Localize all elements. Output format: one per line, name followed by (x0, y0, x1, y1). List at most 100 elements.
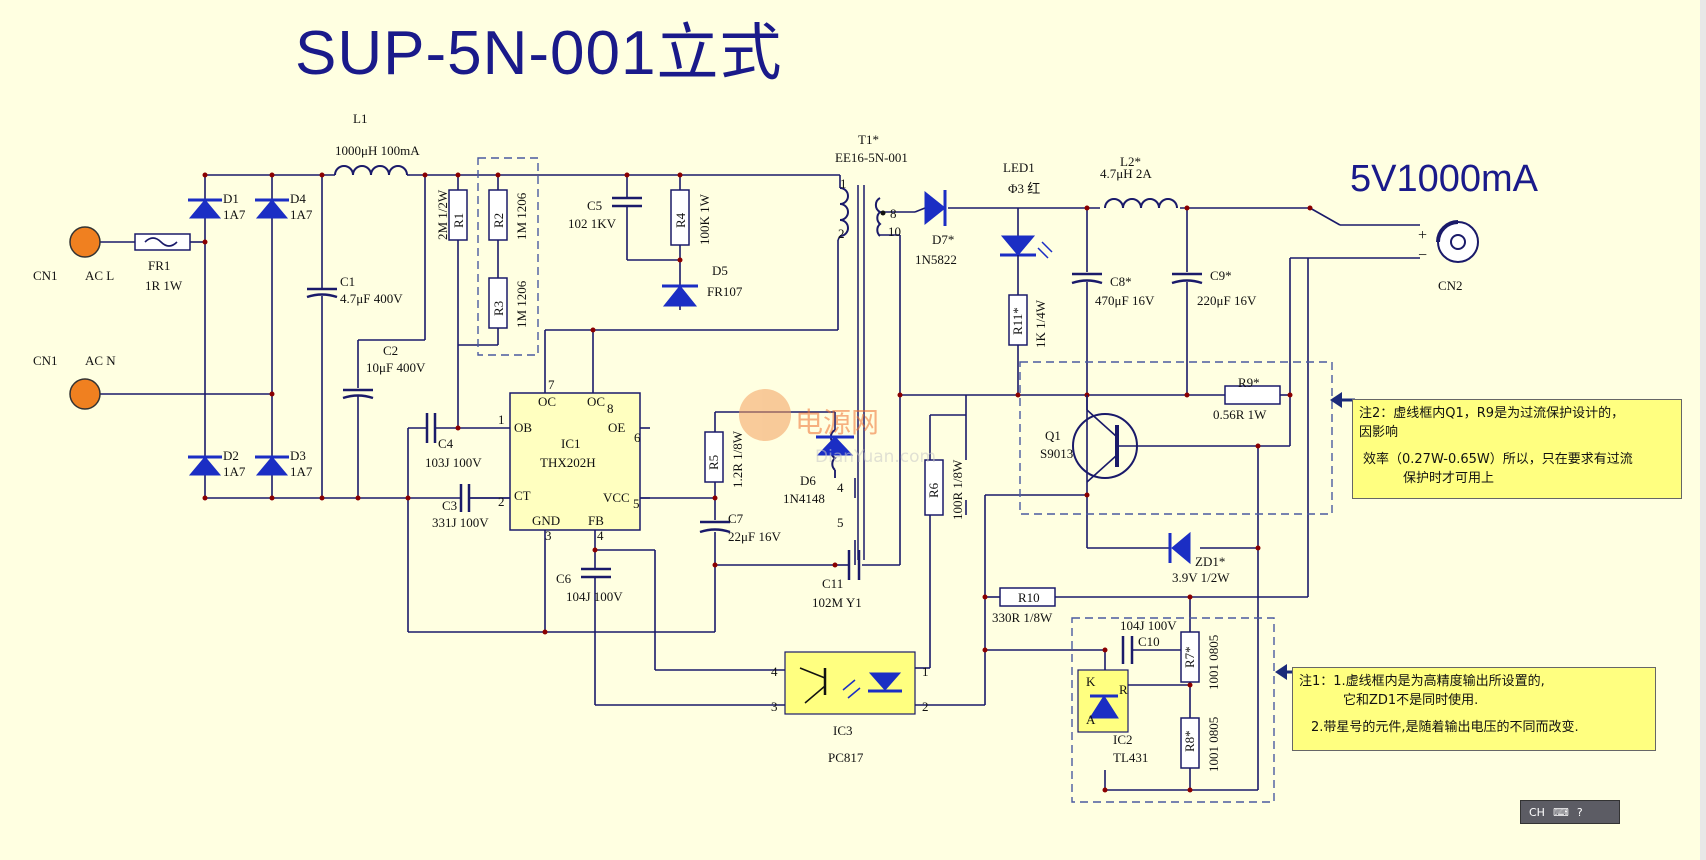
svg-text:2: 2 (838, 226, 845, 241)
svg-text:4.7μH 2A: 4.7μH 2A (1100, 166, 1152, 181)
svg-text:C7: C7 (728, 511, 744, 526)
language-bar-text[interactable]: CH (1529, 805, 1545, 819)
svg-text:R6: R6 (926, 482, 941, 498)
svg-text:R2: R2 (491, 213, 506, 228)
svg-text:8: 8 (607, 401, 614, 416)
svg-text:1A7: 1A7 (223, 464, 246, 479)
svg-text:R8*: R8* (1182, 730, 1197, 752)
capacitor-c10 (1121, 636, 1134, 664)
svg-text:FR107: FR107 (707, 284, 743, 299)
resistor-r4 (670, 189, 690, 246)
svg-text:R: R (1119, 682, 1128, 697)
language-bar[interactable]: CH ⌨ ? (1520, 800, 1620, 824)
junctions (202, 172, 1313, 793)
resistor-r7 (1180, 631, 1200, 683)
fuse-resistor-fr1 (134, 233, 191, 251)
diode-d1 (188, 198, 222, 219)
svg-text:D5: D5 (712, 263, 728, 278)
dashed-box-feedback (1071, 617, 1275, 803)
note-2: 注2：虚线框内Q1，R9是为过流保护设计的， 因影响 效率（0.27W-0.65… (1352, 399, 1682, 499)
svg-text:1A7: 1A7 (290, 207, 313, 222)
resistor-r3 (488, 277, 508, 329)
svg-text:1N4148: 1N4148 (783, 491, 825, 506)
inductor-l2 (1100, 196, 1180, 210)
svg-text:R10: R10 (1018, 590, 1040, 605)
help-icon[interactable]: ? (1576, 805, 1583, 819)
svg-text:100R 1/8W: 100R 1/8W (950, 459, 965, 520)
svg-text:THX202H: THX202H (540, 455, 596, 470)
regulator-ic2 (1077, 669, 1129, 733)
svg-text:S9013: S9013 (1040, 446, 1073, 461)
svg-text:VCC: VCC (603, 490, 630, 505)
diode-d4 (255, 198, 289, 219)
resistor-r8 (1180, 717, 1200, 769)
svg-text:1001 0805: 1001 0805 (1206, 635, 1221, 690)
svg-text:103J 100V: 103J 100V (425, 455, 482, 470)
note-1-line-2: 它和ZD1不是同时使用. (1343, 693, 1479, 708)
capacitor-c9 (1170, 272, 1204, 285)
watermark-logo: 电源网 DianYuan.com (739, 389, 936, 467)
cn1-terminal-n (69, 378, 101, 410)
resistor-r5 (704, 431, 724, 483)
svg-text:R4: R4 (673, 212, 688, 228)
svg-text:L2*: L2* (1120, 154, 1141, 169)
svg-text:D6: D6 (800, 473, 816, 488)
svg-text:1: 1 (922, 664, 929, 679)
svg-text:5: 5 (837, 515, 844, 530)
svg-text:OC: OC (587, 394, 605, 409)
svg-text:CN1: CN1 (33, 353, 58, 368)
capacitor-c4 (425, 412, 437, 443)
capacitor-c2 (342, 388, 374, 400)
svg-text:TL431: TL431 (1113, 750, 1148, 765)
svg-text:10μF 400V: 10μF 400V (366, 360, 426, 375)
svg-text:EE16-5N-001: EE16-5N-001 (835, 150, 908, 165)
svg-text:Q1: Q1 (1045, 428, 1061, 443)
svg-text:1A7: 1A7 (223, 207, 246, 222)
diode-d3 (255, 455, 289, 476)
svg-text:R7*: R7* (1182, 646, 1197, 668)
svg-text:2M 1/2W: 2M 1/2W (435, 189, 450, 240)
zener-zd1 (1168, 531, 1191, 565)
svg-text:DianYuan.com: DianYuan.com (815, 447, 936, 467)
resistor-r2 (488, 189, 508, 241)
capacitor-c1 (305, 287, 339, 299)
svg-text:4: 4 (771, 664, 778, 679)
svg-text:104J 100V: 104J 100V (566, 589, 623, 604)
note-1-line-1: 注1：1.虚线框内是为高精度输出所设置的, (1299, 674, 1545, 689)
inductor-l1 (334, 165, 410, 176)
svg-text:C4: C4 (438, 436, 454, 451)
capacitor-c7 (698, 520, 732, 534)
svg-text:1.2R 1/8W: 1.2R 1/8W (730, 430, 745, 488)
keyboard-icon[interactable]: ⌨ (1552, 805, 1569, 819)
svg-text:102 1KV: 102 1KV (568, 216, 617, 231)
svg-text:AC N: AC N (85, 353, 116, 368)
svg-text:CT: CT (514, 488, 531, 503)
svg-text:100K 1W: 100K 1W (697, 193, 712, 245)
svg-text:104J 100V: 104J 100V (1120, 618, 1177, 633)
svg-text:D7*: D7* (932, 232, 954, 247)
svg-text:R3: R3 (491, 301, 506, 316)
svg-text:GND: GND (532, 513, 560, 528)
svg-text:4.7μF 400V: 4.7μF 400V (340, 291, 403, 306)
svg-text:1K 1/4W: 1K 1/4W (1033, 299, 1048, 348)
dashed-box-r2-r3 (477, 157, 539, 356)
svg-text:7: 7 (548, 377, 555, 392)
svg-text:10: 10 (888, 224, 901, 239)
svg-text:R5: R5 (706, 455, 721, 470)
note-2-line-2: 因影响 (1359, 425, 1399, 440)
svg-text:220μF 16V: 220μF 16V (1197, 293, 1257, 308)
vertical-scrollbar[interactable] (1700, 0, 1706, 860)
svg-text:D1: D1 (223, 191, 239, 206)
svg-text:CN1: CN1 (33, 268, 58, 283)
diode-d5 (662, 284, 698, 307)
svg-text:OE: OE (608, 420, 625, 435)
svg-text:331J 100V: 331J 100V (432, 515, 489, 530)
dc-output-jack-cn2 (1436, 220, 1479, 263)
svg-text:3.9V 1/2W: 3.9V 1/2W (1172, 570, 1230, 585)
svg-text:3: 3 (545, 528, 552, 543)
capacitor-c8 (1070, 272, 1104, 285)
svg-text:C2: C2 (383, 343, 398, 358)
svg-text:4: 4 (597, 528, 604, 543)
svg-text:22μF 16V: 22μF 16V (728, 529, 781, 544)
svg-text:1M 1206: 1M 1206 (514, 192, 529, 240)
